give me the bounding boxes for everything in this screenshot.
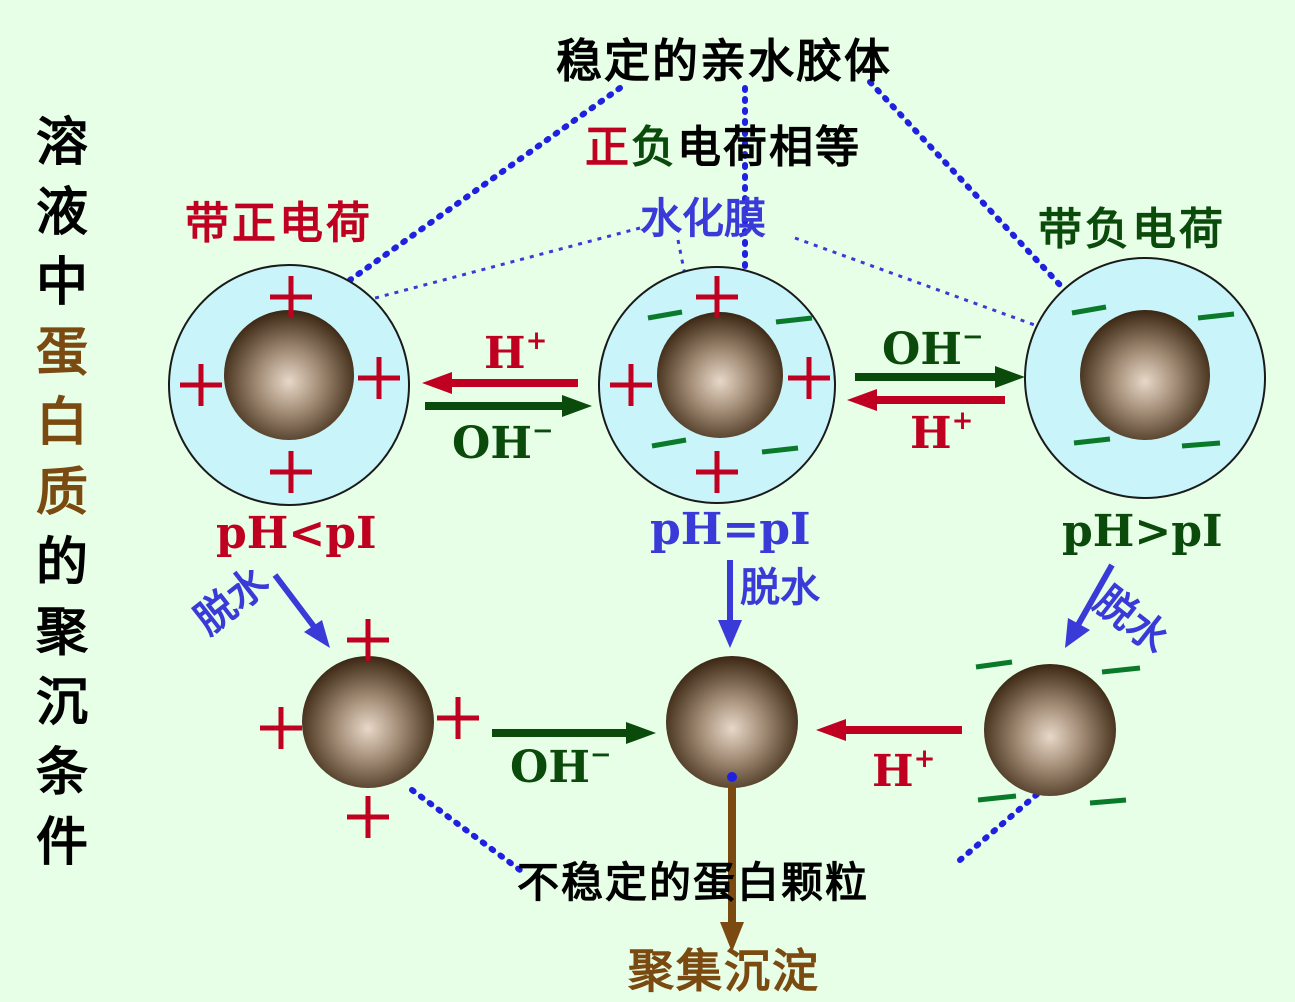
positive-charge-label: 带正电荷 [185,198,373,249]
negative-charges-top-right [1071,304,1235,449]
equilibrium-arrows-left [422,372,592,417]
h-text: H [872,746,914,797]
equilibrium-arrows-right [847,366,1025,411]
ph-equals-pi-label: pH=pI [650,504,811,555]
title-char: 聚 [35,602,88,663]
positive-charges-top-left [180,276,400,493]
positive-charges-bottom-left [260,619,479,838]
ion-label-oh-bottom: OH− [510,742,612,790]
h-text: H [910,408,952,459]
unstable-particle-label: 不稳定的蛋白颗粒 [517,858,870,907]
positive-word: 正 [585,122,631,173]
negative-charges-top-middle [647,309,813,455]
title-char: 溶 [35,112,88,173]
ion-label-h-top-left: H+ [484,328,547,376]
dehydration-arrows [272,560,1115,648]
bottom-arrow-h [816,719,962,741]
title-char: 条 [35,742,88,803]
ion-label-oh-top-left: OH− [452,418,554,466]
oh-text: OH [452,418,532,469]
protein-ball-bottom-right [984,664,1116,796]
title-char: 的 [35,532,88,593]
oh-sup: − [531,416,554,446]
hydration-film-label: 水化膜 [640,194,767,243]
protein-ball-top-right [1080,310,1210,440]
charge-equal-word: 电荷相等 [677,122,861,173]
bottom-arrow-oh [492,722,656,744]
title-char: 白 [35,392,88,453]
negative-charge-label: 带负电荷 [1038,204,1226,255]
vertical-title: 溶 液 中 蛋 白 质 的 聚 沉 条 件 [30,108,94,878]
protein-ball-top-middle [657,312,783,438]
unstable-dotted-lines [409,787,1045,873]
h-text: H [484,328,526,379]
oh-text: OH [510,742,590,793]
ph-less-than-pi-label: pH<pI [216,508,377,559]
oh-sup: − [961,322,984,352]
negative-charges-bottom-right [975,659,1141,806]
oh-sup: − [589,740,612,770]
h-sup: + [951,406,974,436]
title-char: 沉 [35,672,88,733]
protein-ball-top-left [224,310,354,440]
dehydrate-label-middle: 脱水 [740,564,820,611]
precipitate-label: 聚集沉淀 [628,944,820,998]
ion-label-oh-top-right: OH− [882,324,984,372]
h-sup: + [913,744,936,774]
oh-text: OH [882,324,962,375]
title-char: 件 [35,812,88,873]
title-char: 蛋 [35,322,88,383]
precipitation-arrow [720,772,744,952]
negative-word: 负 [631,122,677,173]
h-sup: + [525,326,548,356]
ion-label-h-top-right: H+ [910,408,973,456]
title-char: 质 [35,462,88,523]
protein-ball-bottom-left [302,656,434,788]
charge-equal-label: 正负电荷相等 [585,126,861,170]
stable-colloid-label: 稳定的亲水胶体 [556,34,892,88]
title-char: 液 [35,182,88,243]
positive-charges-top-middle [610,276,830,493]
title-char: 中 [35,252,88,313]
protein-ball-bottom-middle [666,656,798,788]
ph-greater-than-pi-label: pH>pI [1062,506,1223,557]
stable-colloid-dotted-lines [347,79,1063,288]
ion-label-h-bottom: H+ [872,746,935,794]
